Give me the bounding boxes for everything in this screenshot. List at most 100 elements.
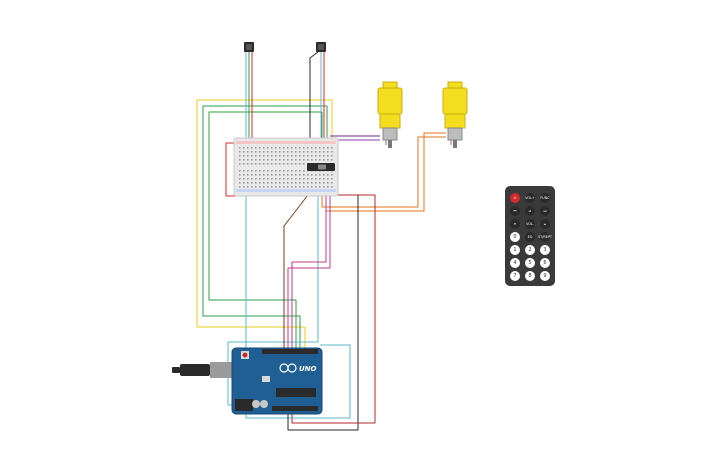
remote-button-top-1[interactable]: VOL+ (525, 193, 535, 203)
breadboard-hole (259, 163, 261, 165)
remote-button-row2-1[interactable]: ⏯ (525, 206, 535, 216)
breadboard-hole (291, 163, 293, 165)
remote-button-row2-0[interactable]: ⏮ (510, 206, 520, 216)
breadboard-hole (295, 186, 297, 188)
breadboard-hole (271, 178, 273, 180)
breadboard-hole (255, 186, 257, 188)
breadboard-hole (303, 163, 305, 165)
remote-button-3[interactable]: 3 (540, 245, 550, 255)
breadboard-hole (291, 151, 293, 153)
remote-button-label: ⏭ (543, 209, 546, 213)
breadboard-hole (323, 151, 325, 153)
breadboard-hole (247, 182, 249, 184)
breadboard-hole (299, 170, 301, 172)
breadboard-hole (295, 178, 297, 180)
usb-cable (180, 364, 210, 376)
breadboard-hole (295, 163, 297, 165)
breadboard-hole (319, 151, 321, 153)
ir-sensor-right[interactable] (316, 42, 326, 52)
remote-button-row2-2[interactable]: ⏭ (540, 206, 550, 216)
remote-button-top-2[interactable]: FUNC (540, 193, 550, 203)
breadboard-hole (311, 186, 313, 188)
breadboard-hole (279, 178, 281, 180)
dc-motor-right[interactable] (442, 81, 468, 148)
breadboard-hole (251, 159, 253, 161)
wire-green[interactable] (202, 105, 328, 352)
breadboard-hole (299, 178, 301, 180)
breadboard-hole (275, 163, 277, 165)
breadboard-hole (255, 159, 257, 161)
breadboard-hole (239, 170, 241, 172)
breadboard-hole (279, 163, 281, 165)
breadboard-hole (303, 170, 305, 172)
breadboard-hole (319, 182, 321, 184)
wire-yellow[interactable] (196, 99, 333, 352)
breadboard-hole (243, 159, 245, 161)
remote-button-label: 1 (513, 247, 516, 253)
wire-magenta-2[interactable] (291, 178, 327, 352)
breadboard-hole (263, 182, 265, 184)
breadboard-hole (243, 155, 245, 157)
remote-button-row3-0[interactable]: ▾ (510, 219, 520, 229)
wire-sensor2-black[interactable] (309, 51, 319, 145)
breadboard-hole (239, 186, 241, 188)
breadboard-hole (283, 151, 285, 153)
remote-button-row3-2[interactable]: ▴ (540, 219, 550, 229)
remote-button-9[interactable]: 9 (540, 271, 550, 281)
remote-button-label: 9 (543, 273, 546, 279)
wire-teal-loop[interactable] (245, 195, 351, 419)
wire-green-2[interactable] (208, 111, 323, 352)
breadboard-hole (271, 147, 273, 149)
breadboard-hole (243, 163, 245, 165)
remote-button-0[interactable]: 0 (510, 232, 520, 242)
breadboard-hole (255, 182, 257, 184)
wire-orange-1[interactable] (321, 136, 446, 208)
breadboard-hole (283, 170, 285, 172)
breadboard-hole (247, 151, 249, 153)
remote-button-1[interactable]: 1 (510, 245, 520, 255)
remote-button-row3-1[interactable]: VOL- (525, 219, 535, 229)
remote-button-6[interactable]: 6 (540, 258, 550, 268)
breadboard-hole (319, 155, 321, 157)
dc-motor-left[interactable] (377, 81, 403, 148)
breadboard-hole (239, 182, 241, 184)
remote-button-top-0[interactable]: ⏻ (510, 193, 520, 203)
breadboard-hole (239, 155, 241, 157)
remote-button-7[interactable]: 7 (510, 271, 520, 281)
remote-button-2[interactable]: 2 (525, 245, 535, 255)
remote-button-eq[interactable]: EQ (525, 232, 535, 242)
breadboard-hole (315, 151, 317, 153)
remote-button-strept[interactable]: ST/REPT (538, 232, 553, 242)
ir-sensor-left[interactable] (244, 42, 254, 52)
remote-button-label: ⏯ (529, 209, 532, 213)
wire-brown-loop[interactable] (291, 194, 376, 424)
remote-button-5[interactable]: 5 (525, 258, 535, 268)
breadboard-hole (255, 163, 257, 165)
breadboard-hole (315, 182, 317, 184)
ir-receiver-module[interactable] (307, 163, 335, 171)
breadboard-hole (331, 182, 333, 184)
arduino-uno[interactable]: UNO (172, 347, 323, 415)
breadboard-hole (267, 186, 269, 188)
breadboard-hole (267, 151, 269, 153)
breadboard-hole (243, 151, 245, 153)
breadboard-hole (267, 182, 269, 184)
remote-button-8[interactable]: 8 (525, 271, 535, 281)
breadboard-hole (331, 147, 333, 149)
wire-magenta-1[interactable] (287, 173, 331, 352)
breadboard-hole (267, 155, 269, 157)
breadboard[interactable] (233, 137, 339, 197)
breadboard-hole (263, 155, 265, 157)
breadboard-hole (243, 182, 245, 184)
breadboard-hole (279, 170, 281, 172)
breadboard-hole (303, 147, 305, 149)
remote-button-4[interactable]: 4 (510, 258, 520, 268)
breadboard-hole (303, 159, 305, 161)
breadboard-hole (275, 174, 277, 176)
remote-button-label: 7 (513, 273, 516, 279)
analog-header (272, 406, 318, 411)
breadboard-hole (323, 182, 325, 184)
breadboard-hole (243, 186, 245, 188)
wire-red-left[interactable] (225, 142, 240, 197)
